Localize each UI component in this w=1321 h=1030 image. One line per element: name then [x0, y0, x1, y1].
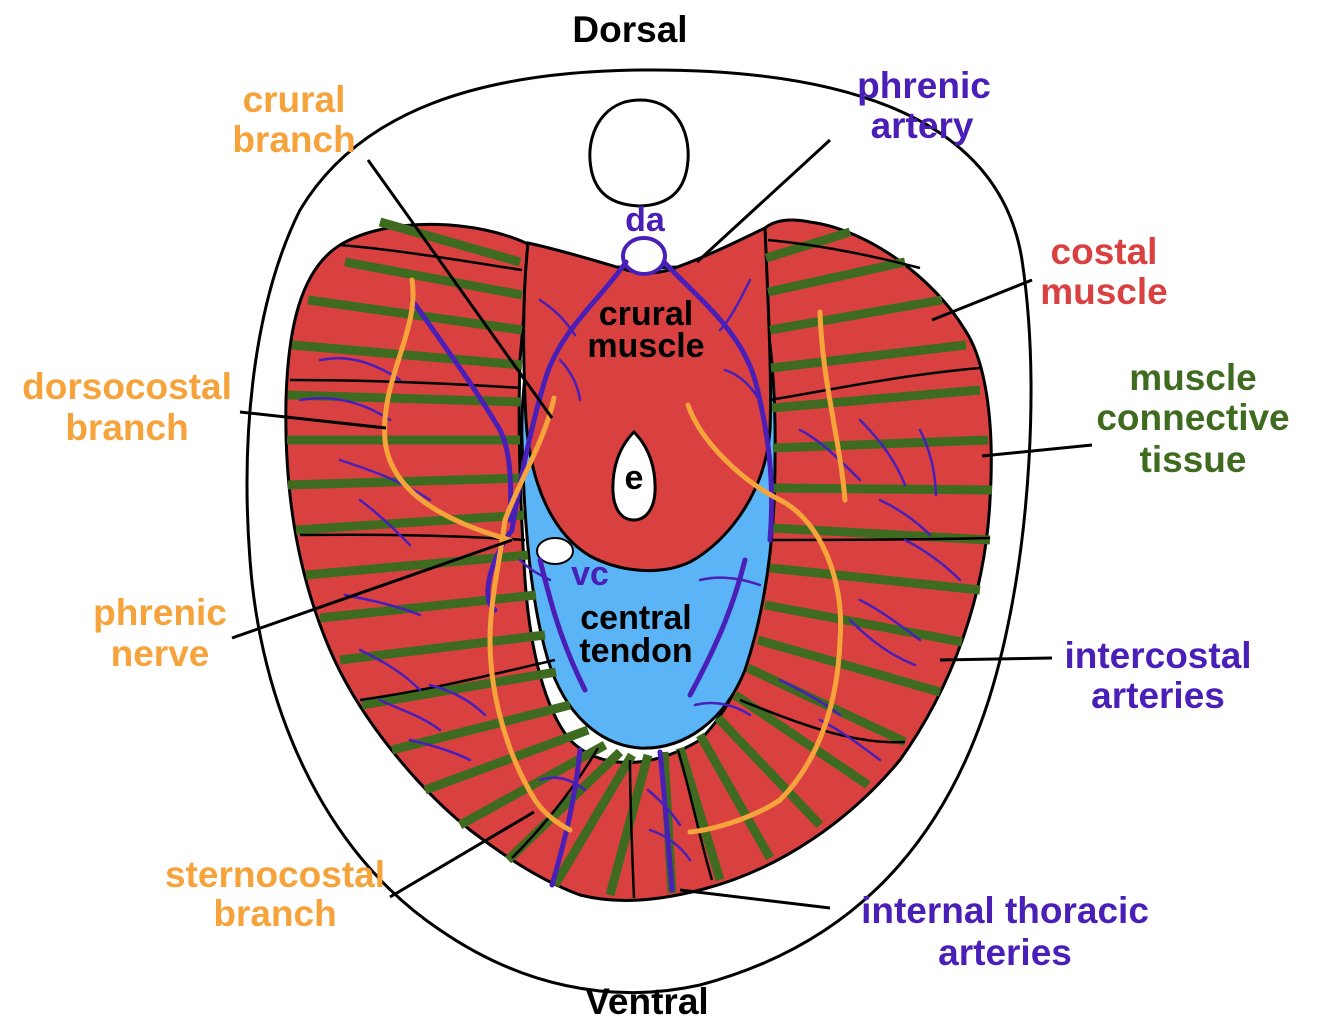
dorsocostal-branch-label-line2: branch: [65, 407, 188, 448]
internal-thoracic-arteries-label-line1: internal thoracic: [861, 890, 1149, 931]
dorsal-label: Dorsal: [572, 9, 687, 50]
phrenic-nerve-label-line2: nerve: [111, 633, 210, 674]
costal-muscle-label-line1: costal: [1051, 231, 1158, 272]
dorsocostal-branch-label-line1: dorsocostal: [22, 366, 232, 407]
dorsal-aorta-circle: [623, 238, 665, 274]
intercostal-arteries-label-line1: intercostal: [1064, 635, 1251, 676]
vertebra-shape: [590, 100, 688, 206]
costal-muscle-label-line2: muscle: [1040, 271, 1168, 312]
internal-thoracic-arteries-label-line2: arteries: [938, 932, 1072, 973]
crural-branch-label-line2: branch: [232, 119, 355, 160]
phrenic-artery-label-line2: artery: [871, 105, 974, 146]
muscle-connective-tissue-label-line1: muscle: [1129, 357, 1257, 398]
phrenic-nerve-label-line1: phrenic: [93, 592, 227, 633]
vena-cava-label: vc: [571, 555, 609, 593]
central-tendon-label-line2: tendon: [579, 632, 692, 670]
esophagus-label: e: [625, 459, 644, 497]
muscle-connective-tissue-label-line3: tissue: [1140, 439, 1247, 480]
sternocostal-branch-label-line1: sternocostal: [165, 854, 385, 895]
intercostal-arteries-label-line2: arteries: [1091, 675, 1225, 716]
ventral-label: Ventral: [585, 981, 708, 1022]
muscle-connective-tissue-label-line2: connective: [1096, 397, 1289, 438]
crural-branch-label-line1: crural: [243, 79, 346, 120]
sternocostal-branch-label-line2: branch: [213, 893, 336, 934]
crural-muscle-region: [524, 228, 771, 571]
phrenic-artery-label-line1: phrenic: [857, 65, 991, 106]
dorsal-aorta-label: da: [625, 201, 666, 239]
crural-muscle-label-line2: muscle: [587, 327, 704, 365]
